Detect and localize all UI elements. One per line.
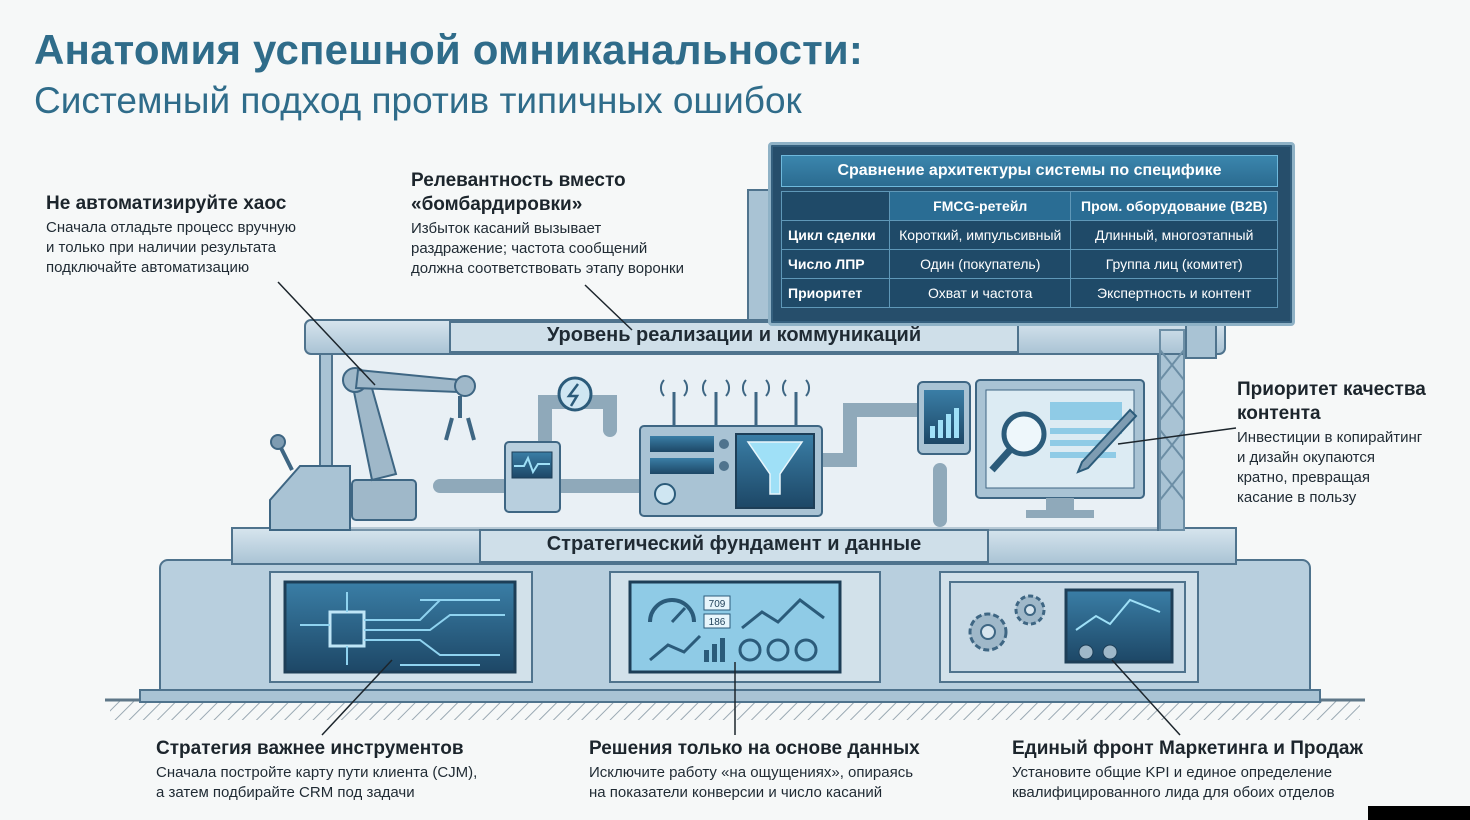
readout-2: 186: [709, 617, 726, 628]
text-line: Инвестиции в копирайтинг: [1237, 429, 1423, 446]
text-line: Сначала постройте карту пути клиента (CJ…: [156, 764, 478, 781]
table-row: Число ЛПР Один (покупатель) Группа лиц (…: [781, 249, 1278, 279]
scaffold: [1159, 329, 1185, 531]
table-corner: [781, 191, 890, 221]
table-cell: Короткий, импульсивный: [888, 220, 1072, 250]
text-line: и только при наличии результата: [46, 239, 276, 256]
content-monitor: [975, 379, 1145, 518]
callout-text: Установите общие KPI и единое определени…: [1012, 763, 1363, 803]
title-line: контента: [1237, 403, 1321, 424]
title-line: Приоритет качества: [1237, 379, 1426, 400]
table-cell: Один (покупатель): [888, 249, 1072, 279]
callout-text: Сначала постройте карту пути клиента (CJ…: [156, 763, 477, 803]
table-cell: Группа лиц (комитет): [1070, 249, 1278, 279]
text-line: подключайте автоматизацию: [46, 259, 250, 276]
text-line: должна соответствовать этапу воронки: [411, 260, 684, 277]
page-subtitle: Системный подход против типичных ошибок: [34, 80, 802, 121]
callout-text: Инвестиции в копирайтинг и дизайн окупаю…: [1237, 428, 1426, 508]
callout-front: Единый фронт Маркетинга и Продаж Установ…: [1012, 737, 1363, 803]
comparison-panel: Сравнение архитектуры системы по специфи…: [768, 142, 1295, 326]
table-cell: Охват и частота: [888, 278, 1072, 308]
table-cell: Длинный, многоэтапный: [1070, 220, 1278, 250]
power-valve-icon: [557, 376, 593, 412]
text-line: и дизайн окупаются: [1237, 449, 1376, 466]
callout-title: Не автоматизируйте хаос: [46, 193, 287, 214]
text-line: Исключите работу «на ощущениях», опираяс…: [589, 764, 914, 781]
text-line: кратно, превращая: [1237, 469, 1371, 486]
callout-data: Решения только на основе данных Исключит…: [589, 737, 920, 803]
callout-content: Приоритет качества контента Инвестиции в…: [1237, 378, 1426, 508]
callout-relevance: Релевантность вместо «бомбардировки» Изб…: [411, 169, 684, 279]
pulse-monitor: [504, 441, 561, 513]
column-header: Пром. оборудование (B2B): [1070, 191, 1278, 221]
text-line: Установите общие KPI и единое определени…: [1012, 764, 1333, 781]
callout-title: Решения только на основе данных: [589, 738, 920, 759]
column-header: FMCG-ретейл: [888, 191, 1072, 221]
title-line: Релевантность вместо: [411, 170, 626, 191]
callout-title: Стратегия важнее инструментов: [156, 738, 464, 759]
data-dashboard-screen: 709 186: [628, 580, 842, 674]
callout-text: Сначала отладьте процесс вручную и тольк…: [46, 218, 296, 278]
text-line: касание в пользу: [1237, 489, 1357, 506]
text-line: Сначала отладьте процесс вручную: [46, 219, 297, 236]
callout-text: Исключите работу «на ощущениях», опираяс…: [589, 763, 920, 803]
callout-text: Избыток касаний вызывает раздражение; ча…: [411, 219, 684, 279]
comparison-title: Сравнение архитектуры системы по специфи…: [781, 155, 1278, 187]
gears-and-monitor: [949, 581, 1186, 673]
bottom-band-label: Стратегический фундамент и данные: [546, 533, 922, 555]
control-unit: [639, 379, 823, 517]
text-line: квалифицированного лида для обоих отдело…: [1012, 784, 1335, 801]
page-title: Анатомия успешной омниканальности:: [34, 26, 864, 73]
text-line: Избыток касаний вызывает: [411, 220, 602, 237]
comparison-table: FMCG-ретейл Пром. оборудование (B2B) Цик…: [781, 191, 1278, 308]
text-line: раздражение; частота сообщений: [411, 240, 648, 257]
top-band-label: Уровень реализации и коммуникаций: [546, 324, 922, 346]
corner-block: [1368, 806, 1470, 820]
callout-title: Приоритет качества контента: [1237, 378, 1426, 426]
callout-title: Релевантность вместо «бомбардировки»: [411, 169, 684, 217]
table-row: Приоритет Охват и частота Экспертность и…: [781, 278, 1278, 308]
row-header: Приоритет: [781, 278, 890, 308]
text-line: а затем подбирайте CRM под задачи: [156, 784, 415, 801]
row-header: Цикл сделки: [781, 220, 890, 250]
row-header: Число ЛПР: [781, 249, 890, 279]
leader-lines: [277, 281, 1237, 736]
circuit-screen: [283, 580, 517, 674]
table-cell: Экспертность и контент: [1070, 278, 1278, 308]
robot-arm: [342, 367, 476, 521]
table-row: Цикл сделки Короткий, импульсивный Длинн…: [781, 220, 1278, 250]
callout-strategy: Стратегия важнее инструментов Сначала по…: [156, 737, 477, 803]
title-line: «бомбардировки»: [411, 194, 583, 215]
callout-title: Единый фронт Маркетинга и Продаж: [1012, 738, 1363, 759]
table-header-row: FMCG-ретейл Пром. оборудование (B2B): [781, 191, 1278, 221]
tablet-device: [917, 381, 971, 455]
readout-1: 709: [709, 599, 726, 610]
lever-box: [269, 434, 351, 531]
text-line: на показатели конверсии и число касаний: [589, 784, 883, 801]
callout-chaos: Не автоматизируйте хаос Сначала отладьте…: [46, 192, 296, 278]
